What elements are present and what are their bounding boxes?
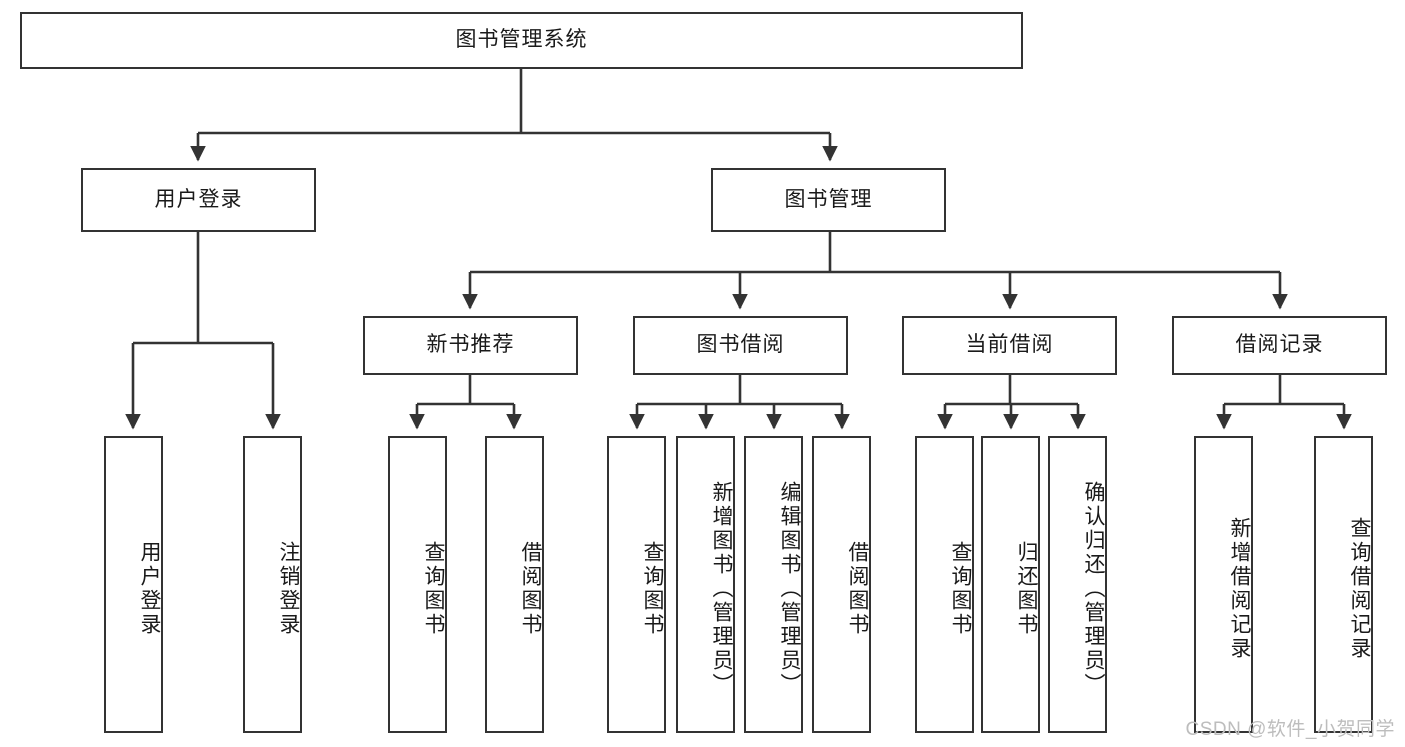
leaf-user-login-login[interactable]: 用户登录 [104,436,163,733]
leaf-record-query-record[interactable]: 查询借阅记录 [1314,436,1373,733]
node-label: 新增借阅记录 [1228,516,1251,661]
node-label: 图书管理 [784,187,873,211]
node-label: 查询图书 [949,540,972,637]
node-root-system[interactable]: 图书管理系统 [20,12,1023,69]
node-label: 借阅记录 [1235,333,1324,357]
node-label: 借阅图书 [846,540,869,637]
node-label: 用户登录 [154,187,243,211]
node-label: 当前借阅 [965,333,1054,357]
watermark: CSDN @软件_小贺同学 [1185,719,1395,740]
node-label: 确认归还（管理员） [1082,480,1105,697]
node-label: 图书借阅 [696,333,785,357]
leaf-borrow-add-book-admin[interactable]: 新增图书（管理员） [676,436,735,733]
node-label: 查询图书 [422,540,445,637]
leaf-borrow-query-book[interactable]: 查询图书 [607,436,666,733]
node-new-book-recommend[interactable]: 新书推荐 [363,316,578,375]
node-book-management[interactable]: 图书管理 [711,168,946,232]
leaf-borrow-edit-book-admin[interactable]: 编辑图书（管理员） [744,436,803,733]
node-label: 注销登录 [277,540,300,637]
node-current-borrow[interactable]: 当前借阅 [902,316,1117,375]
leaf-recommend-borrow-book[interactable]: 借阅图书 [485,436,544,733]
leaf-current-query-book[interactable]: 查询图书 [915,436,974,733]
node-label: 查询借阅记录 [1348,516,1371,661]
leaf-current-return-book[interactable]: 归还图书 [981,436,1040,733]
node-user-login[interactable]: 用户登录 [81,168,316,232]
node-borrow-record[interactable]: 借阅记录 [1172,316,1387,375]
node-label: 归还图书 [1015,540,1038,637]
node-label: 用户登录 [138,540,161,637]
node-book-borrow[interactable]: 图书借阅 [633,316,848,375]
node-label: 新增图书（管理员） [710,480,733,697]
leaf-user-login-logout[interactable]: 注销登录 [243,436,302,733]
node-label: 编辑图书（管理员） [778,480,801,697]
node-label: 新书推荐 [426,333,515,357]
leaf-current-confirm-return-admin[interactable]: 确认归还（管理员） [1048,436,1107,733]
node-label: 查询图书 [641,540,664,637]
leaf-borrow-borrow-book[interactable]: 借阅图书 [812,436,871,733]
leaf-recommend-query-book[interactable]: 查询图书 [388,436,447,733]
node-label: 借阅图书 [519,540,542,637]
node-label: 图书管理系统 [455,28,588,52]
leaf-record-add-record[interactable]: 新增借阅记录 [1194,436,1253,733]
